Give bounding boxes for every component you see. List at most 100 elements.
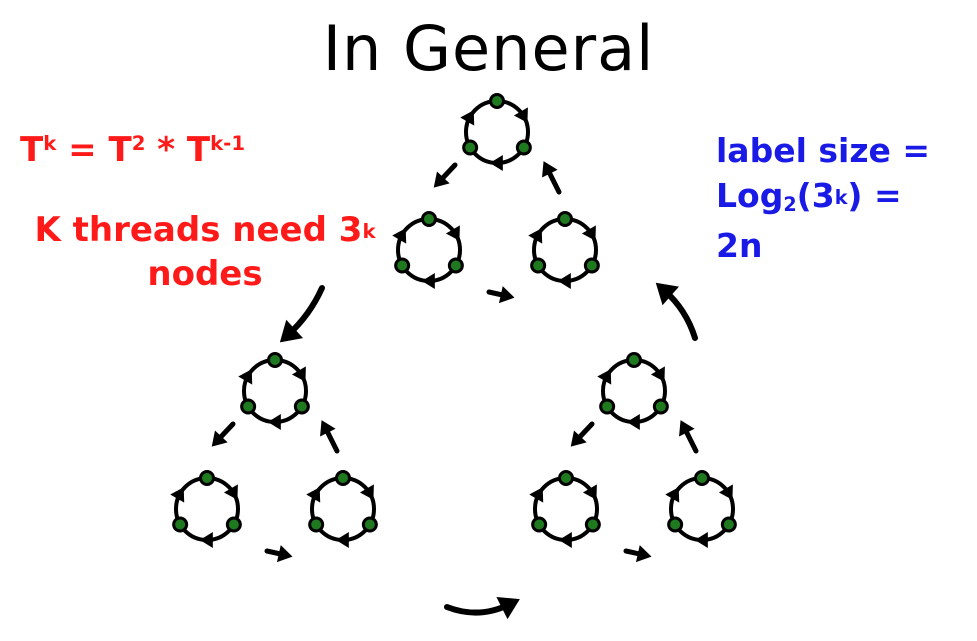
- arrowhead: [276, 545, 293, 563]
- ring-circle: [310, 476, 376, 542]
- thread-node: [172, 516, 189, 533]
- thread-node: [694, 470, 710, 486]
- link-arrow: [444, 596, 520, 620]
- arrowhead: [570, 430, 587, 447]
- link-arrow: [570, 421, 595, 447]
- arrowhead: [582, 484, 597, 500]
- threads-note-text: K threads need 3: [34, 210, 363, 250]
- arrowhead: [528, 228, 543, 244]
- log-text: Log: [716, 176, 784, 215]
- arrowhead: [421, 272, 435, 290]
- arrowhead: [306, 487, 321, 503]
- label-size-note: label size = Log2(3k) = 2n: [716, 128, 930, 268]
- arrowhead: [557, 272, 571, 290]
- arrowhead: [597, 369, 612, 385]
- log-close: ) =: [847, 176, 902, 215]
- ring-cluster: [170, 352, 378, 563]
- ring-circle: [174, 476, 240, 542]
- arrowhead: [223, 484, 238, 500]
- thread-node: [515, 139, 532, 156]
- formula-t-exponent: k: [43, 132, 57, 155]
- thread-node: [293, 398, 310, 415]
- link-arrow: [542, 161, 562, 195]
- link-arrow-shaft: [444, 601, 513, 616]
- threads-note-line2: nodes: [147, 254, 263, 294]
- link-arrow: [320, 420, 340, 454]
- ring-circle: [601, 358, 667, 424]
- thread-node: [447, 257, 464, 274]
- formula-equals: =: [56, 130, 109, 170]
- thread-node: [308, 516, 325, 533]
- ring-circle: [669, 476, 735, 542]
- arrowhead: [542, 161, 558, 178]
- arrowhead: [320, 420, 336, 437]
- thread-node: [557, 211, 573, 227]
- arrowhead: [170, 487, 185, 503]
- arrowhead: [460, 110, 475, 126]
- link-arrow: [655, 282, 698, 341]
- arrowhead: [529, 487, 544, 503]
- arrowhead: [635, 545, 652, 563]
- recurrence-formula: Tk = T2 * Tk-1: [20, 130, 245, 170]
- thread-node: [225, 516, 242, 533]
- threads-note: K threads need 3k nodes: [20, 208, 390, 296]
- threads-note-exponent: k: [362, 220, 376, 243]
- label-size-line2: Log2(3k) =: [716, 173, 930, 223]
- arrowhead: [650, 366, 665, 382]
- label-size-line1: label size =: [716, 131, 931, 170]
- arrowhead: [199, 531, 213, 549]
- link-arrow: [211, 421, 236, 447]
- arrowhead: [665, 487, 680, 503]
- thread-node: [667, 516, 684, 533]
- arrowhead: [496, 596, 520, 620]
- ring-circle: [533, 476, 599, 542]
- rings-layer: [170, 93, 737, 563]
- thread-node: [558, 470, 574, 486]
- ring: [460, 93, 532, 172]
- label-size-line3: 2n: [716, 226, 763, 265]
- arrowhead: [626, 413, 640, 431]
- ring: [529, 470, 601, 549]
- ring-circle: [396, 217, 462, 283]
- arrowhead: [581, 225, 596, 241]
- thread-node: [240, 398, 257, 415]
- formula-t2: T: [108, 130, 132, 170]
- thread-node: [583, 257, 600, 274]
- ring: [597, 352, 669, 431]
- ring-cluster: [529, 352, 737, 563]
- ring: [306, 470, 378, 549]
- link-arrow: [623, 545, 652, 563]
- thread-node: [335, 470, 351, 486]
- log-base: 2: [783, 193, 797, 216]
- arrowhead: [679, 420, 695, 437]
- arrowhead: [489, 154, 503, 172]
- ring-circle: [464, 99, 530, 165]
- ring-cluster: [392, 93, 600, 304]
- slide-title: In General: [322, 12, 655, 85]
- arrowhead: [359, 484, 374, 500]
- thread-node: [599, 398, 616, 415]
- threads-note-line1: K threads need 3k: [20, 208, 390, 252]
- thread-node: [531, 516, 548, 533]
- arrowhead: [694, 531, 708, 549]
- arrowhead: [392, 228, 407, 244]
- formula-t2-exponent: 2: [131, 132, 146, 155]
- ring: [528, 211, 600, 290]
- thread-node: [530, 257, 547, 274]
- thread-node: [267, 352, 283, 368]
- thread-node: [394, 257, 411, 274]
- arrowhead: [279, 319, 304, 343]
- arrowhead: [433, 171, 450, 188]
- thread-node: [361, 516, 378, 533]
- formula-tk1-exponent: k-1: [210, 132, 246, 155]
- thread-node: [720, 516, 737, 533]
- formula-tk1: T: [186, 130, 211, 170]
- link-arrow: [264, 545, 293, 563]
- arrowhead: [335, 531, 349, 549]
- link-arrow: [279, 285, 325, 343]
- formula-t: T: [20, 130, 44, 170]
- arrowhead: [513, 107, 528, 123]
- thread-node: [652, 398, 669, 415]
- log-arg-exponent: k: [834, 186, 848, 209]
